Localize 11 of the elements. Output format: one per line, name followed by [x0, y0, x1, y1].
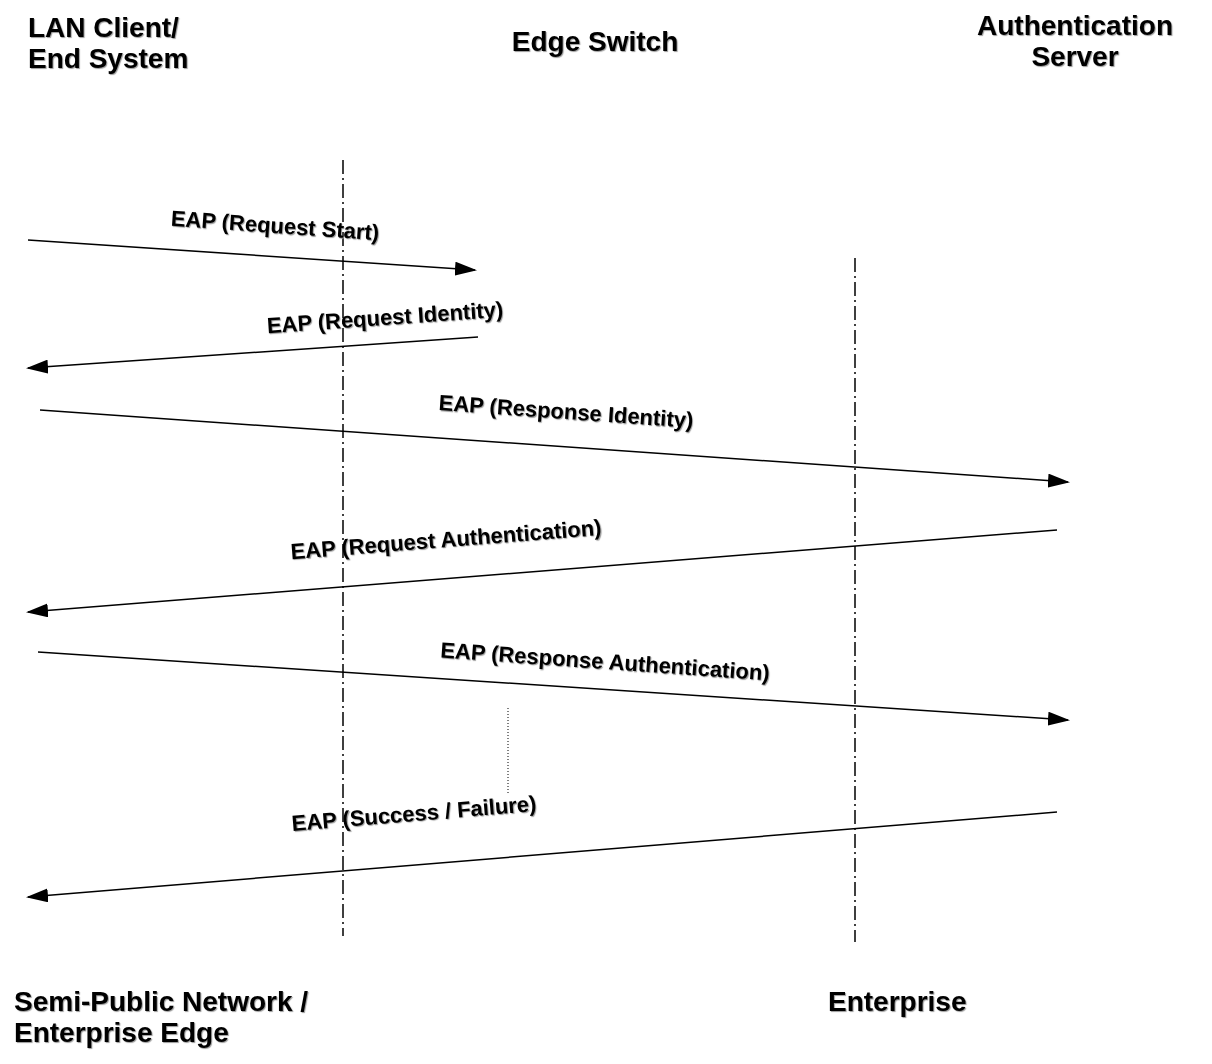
- message-label: EAP (Request Authentication): [289, 514, 603, 566]
- participant-heading: Authentication Server: [940, 10, 1210, 72]
- message-label: EAP (Request Identity): [266, 296, 504, 340]
- zone-label: Semi-Public Network / Enterprise Edge: [14, 986, 310, 1048]
- message-label: EAP (Response Identity): [437, 390, 695, 434]
- zone-label: Enterprise: [828, 986, 968, 1017]
- message-label: EAP (Request Start): [170, 205, 380, 247]
- participant-heading: Edge Switch: [470, 26, 720, 57]
- message-label: EAP (Success / Failure): [290, 791, 538, 837]
- message-label: EAP (Response Authentication): [439, 637, 771, 687]
- participant-heading: LAN Client/ End System: [28, 12, 228, 74]
